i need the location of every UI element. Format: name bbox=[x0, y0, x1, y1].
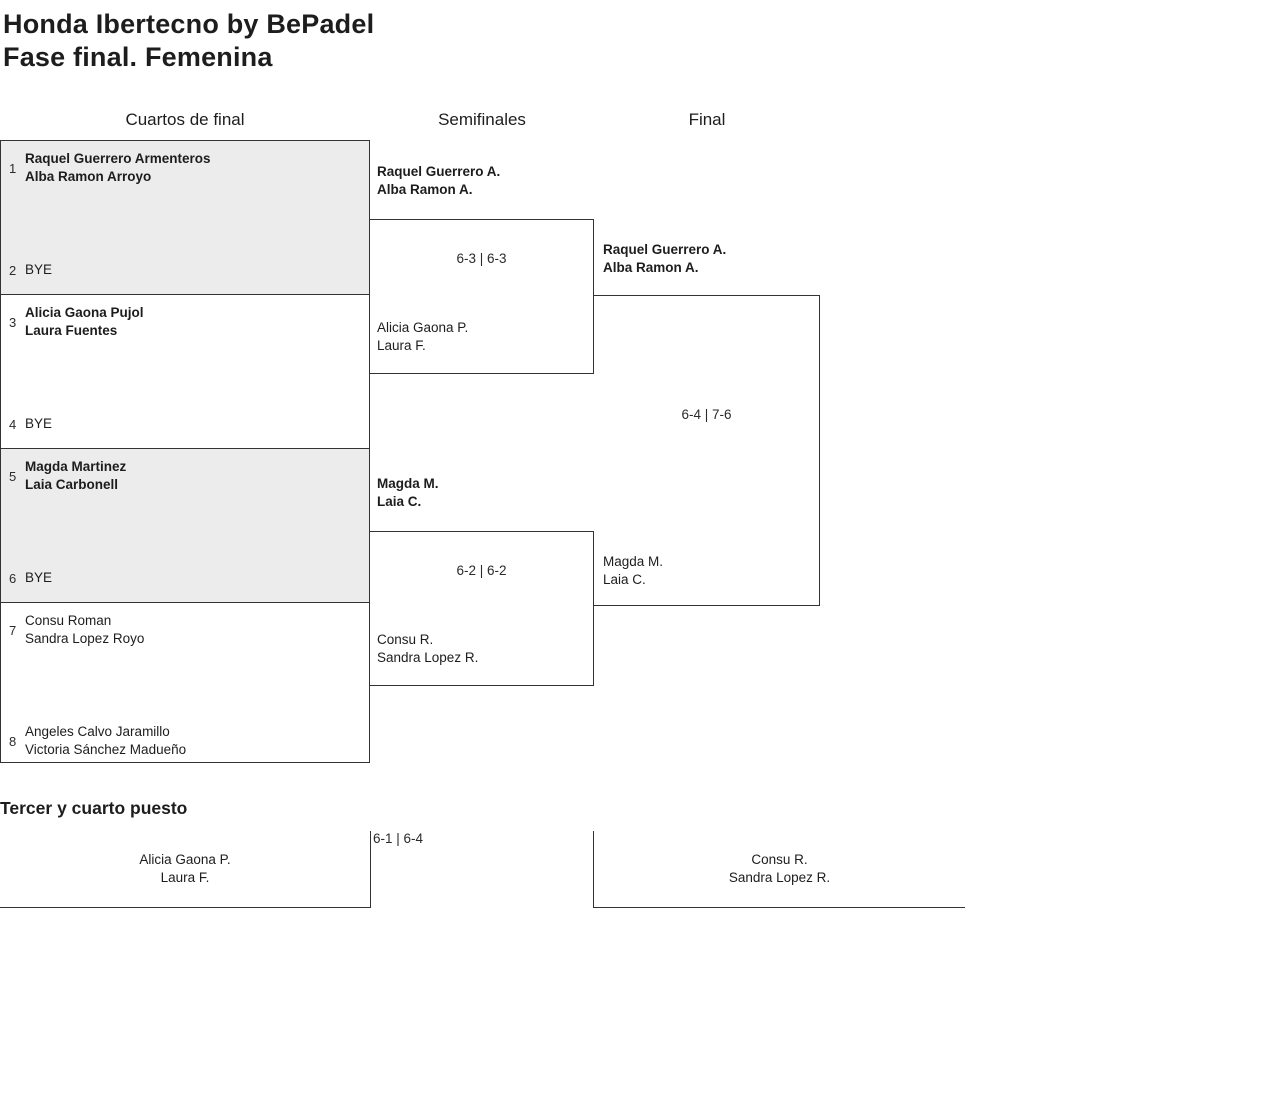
third-place-left-bracket-line bbox=[0, 907, 370, 908]
round-header-final: Final bbox=[688, 110, 726, 129]
team-row: 3 Alicia Gaona Pujol Laura Fuentes bbox=[9, 304, 363, 340]
team-name: Raquel Guerrero Armenteros Alba Ramon Ar… bbox=[25, 151, 211, 184]
final-bottom-team: Magda M. Laia C. bbox=[603, 554, 664, 587]
third-place-right-team: Consu R. Sandra Lopez R. bbox=[728, 852, 831, 885]
team-row: 8 Angeles Calvo Jaramillo Victoria Sánch… bbox=[9, 723, 363, 759]
quarterfinal-match-3: 5 Magda Martinez Laia Carbonell 6 BYE bbox=[0, 448, 370, 603]
team-row: 4 BYE bbox=[9, 415, 363, 433]
page-title: Honda Ibertecno by BePadel Fase final. F… bbox=[3, 8, 374, 74]
final-top-team: Raquel Guerrero A. Alba Ramon A. bbox=[603, 242, 727, 275]
semifinal-match-1: Raquel Guerrero A. Alba Ramon A. 6-3 | 6… bbox=[370, 164, 594, 374]
semifinal-2-score: 6-2 | 6-2 bbox=[456, 563, 507, 578]
team-row: 2 BYE bbox=[9, 261, 363, 279]
third-place-left-team: Alicia Gaona P. Laura F. bbox=[139, 852, 231, 885]
semifinal-2-top-team: Magda M. Laia C. bbox=[377, 476, 439, 509]
seed-number: 7 bbox=[9, 622, 17, 638]
semifinal-2-bottom-team: Consu R. Sandra Lopez R. bbox=[377, 632, 479, 665]
semifinal-match-2: Magda M. Laia C. 6-2 | 6-2 Consu R. Sand… bbox=[370, 476, 594, 686]
seed-number: 8 bbox=[9, 733, 17, 749]
seed-number: 4 bbox=[9, 416, 17, 432]
semifinal-1-score: 6-3 | 6-3 bbox=[456, 251, 507, 266]
semifinal-1-top-team: Raquel Guerrero A. Alba Ramon A. bbox=[377, 164, 501, 197]
team-name: Consu Roman Sandra Lopez Royo bbox=[25, 613, 145, 646]
phase-subtitle: Fase final. Femenina bbox=[3, 42, 273, 72]
final-match: Raquel Guerrero A. Alba Ramon A. 6-4 | 7… bbox=[594, 242, 820, 606]
team-name: Angeles Calvo Jaramillo Victoria Sánchez… bbox=[25, 724, 187, 757]
bye-label: BYE bbox=[25, 416, 53, 431]
team-row: 1 Raquel Guerrero Armenteros Alba Ramon … bbox=[9, 150, 363, 186]
round-header-quarterfinals: Cuartos de final bbox=[125, 110, 245, 129]
third-place-heading: Tercer y cuarto puesto bbox=[0, 798, 188, 818]
tournament-name: Honda Ibertecno by BePadel bbox=[3, 9, 375, 39]
quarterfinal-match-4: 7 Consu Roman Sandra Lopez Royo 8 Angele… bbox=[0, 602, 370, 763]
team-name: Magda Martinez Laia Carbonell bbox=[25, 459, 127, 492]
bye-label: BYE bbox=[25, 570, 53, 585]
third-place-score: 6-1 | 6-4 bbox=[373, 831, 424, 846]
round-header-semifinals: Semifinales bbox=[438, 110, 526, 129]
seed-number: 6 bbox=[9, 570, 17, 586]
quarterfinal-match-1: 1 Raquel Guerrero Armenteros Alba Ramon … bbox=[0, 140, 370, 295]
bye-label: BYE bbox=[25, 262, 53, 277]
team-row: 7 Consu Roman Sandra Lopez Royo bbox=[9, 612, 363, 648]
third-place-right-bracket-line bbox=[594, 907, 965, 908]
seed-number: 5 bbox=[9, 468, 17, 484]
final-score: 6-4 | 7-6 bbox=[681, 407, 732, 422]
team-row: 6 BYE bbox=[9, 569, 363, 587]
semifinal-1-bottom-team: Alicia Gaona P. Laura F. bbox=[377, 320, 469, 353]
seed-number: 3 bbox=[9, 314, 17, 330]
team-row: 5 Magda Martinez Laia Carbonell bbox=[9, 458, 363, 494]
seed-number: 2 bbox=[9, 262, 17, 278]
team-name: Alicia Gaona Pujol Laura Fuentes bbox=[25, 305, 144, 338]
third-place-middle-bracket-lines bbox=[370, 831, 594, 908]
quarterfinal-match-2: 3 Alicia Gaona Pujol Laura Fuentes 4 BYE bbox=[0, 294, 370, 449]
seed-number: 1 bbox=[9, 160, 17, 176]
